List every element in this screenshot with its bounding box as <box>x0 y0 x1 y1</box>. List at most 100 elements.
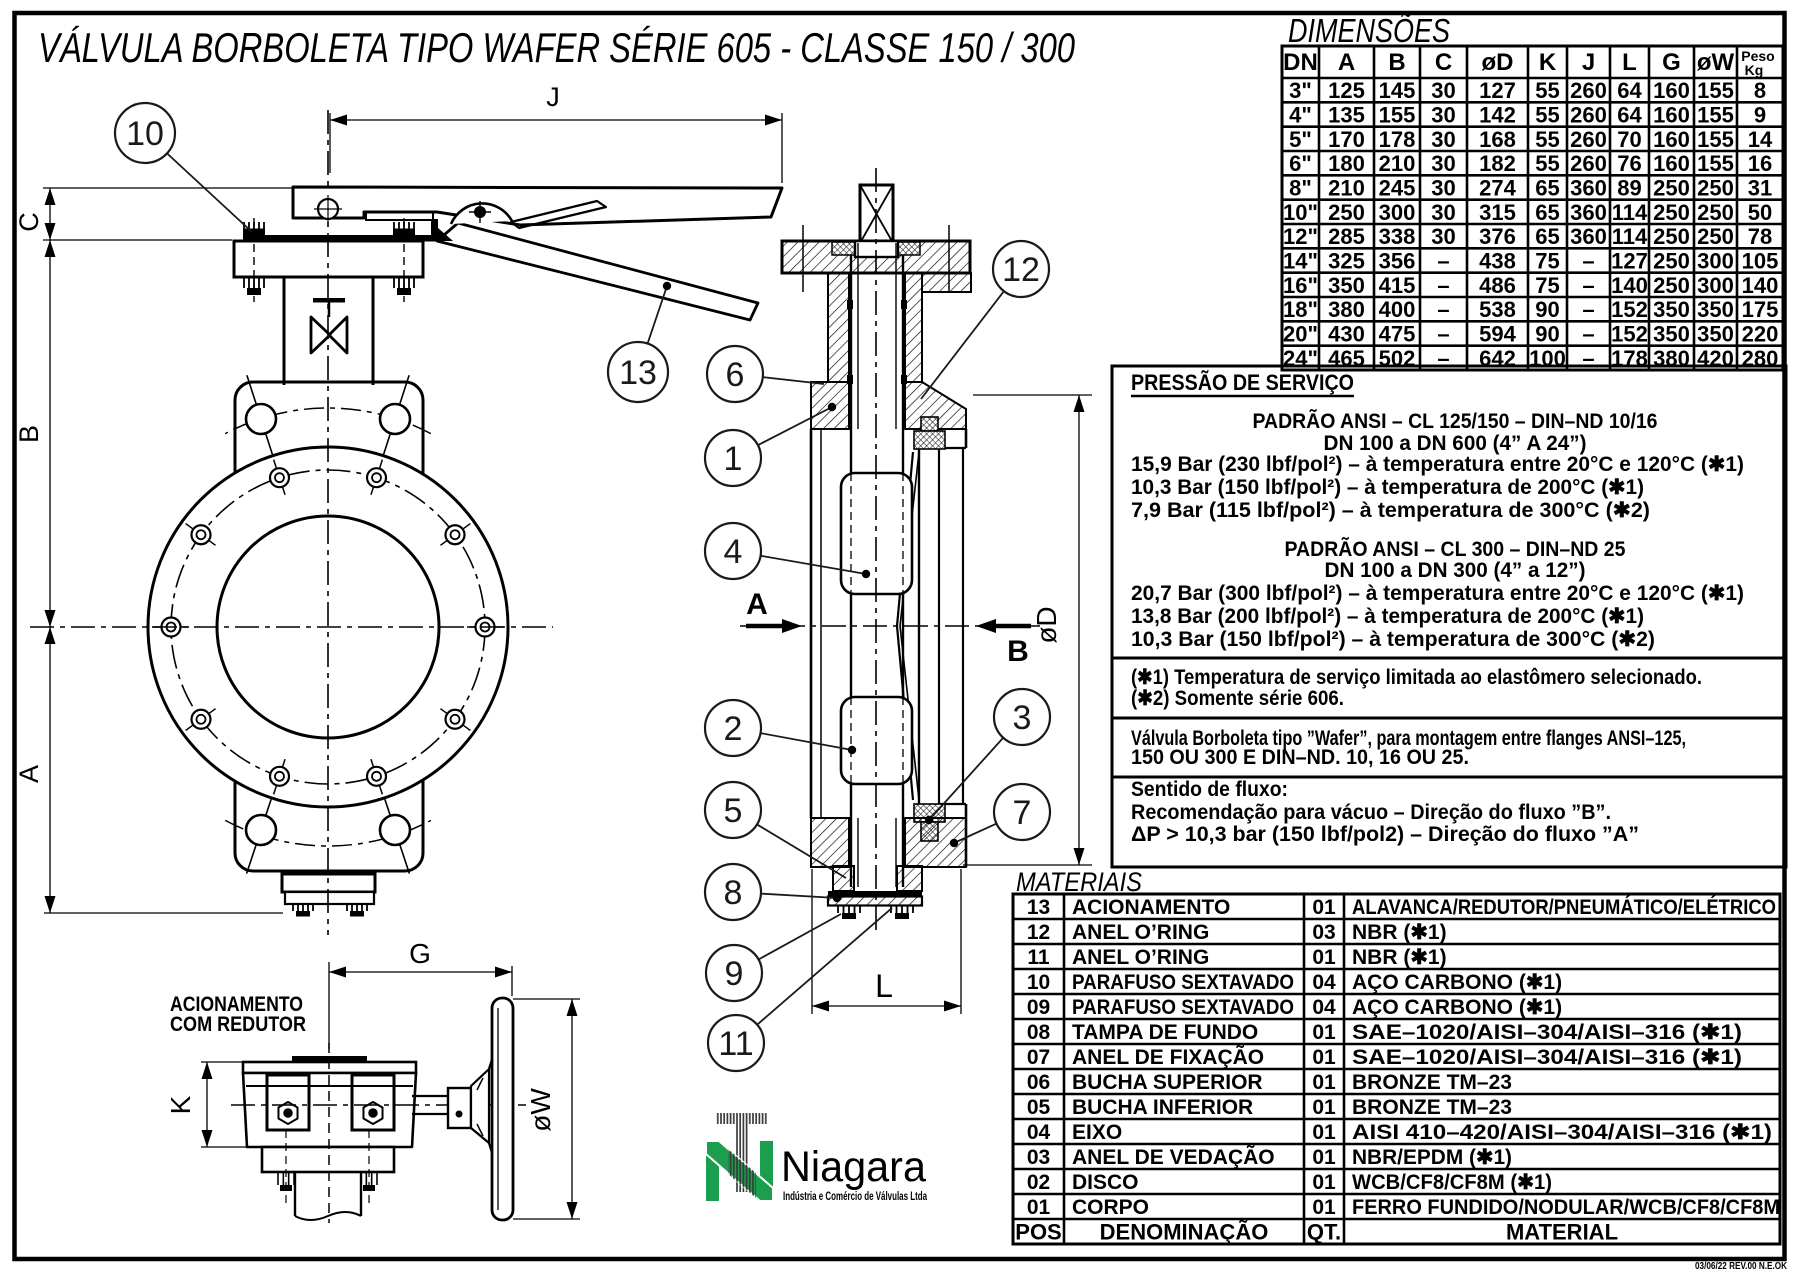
svg-text:11: 11 <box>718 1025 753 1063</box>
svg-text:–: – <box>1437 249 1449 274</box>
svg-text:250: 250 <box>1697 200 1734 225</box>
svg-text:01: 01 <box>1312 1046 1336 1069</box>
svg-text:G: G <box>409 938 431 969</box>
svg-text:155: 155 <box>1697 103 1734 128</box>
svg-text:–: – <box>1582 322 1594 347</box>
svg-text:03/06/22 REV.00 N.E.OK: 03/06/22 REV.00 N.E.OK <box>1695 1260 1787 1272</box>
svg-text:BRONZE TM–23: BRONZE TM–23 <box>1352 1096 1512 1119</box>
svg-text:Peso: Peso <box>1741 48 1774 64</box>
svg-text:250: 250 <box>1653 224 1690 249</box>
svg-text:175: 175 <box>1742 297 1779 322</box>
svg-text:152: 152 <box>1611 297 1648 322</box>
svg-text:1: 1 <box>724 440 743 478</box>
svg-text:J: J <box>1582 49 1595 76</box>
svg-text:Sentido de fluxo:: Sentido de fluxo: <box>1131 778 1288 801</box>
svg-text:155: 155 <box>1379 103 1416 128</box>
svg-text:01: 01 <box>1312 1196 1336 1219</box>
svg-text:315: 315 <box>1479 200 1516 225</box>
svg-text:400: 400 <box>1379 297 1416 322</box>
svg-text:20": 20" <box>1283 322 1318 347</box>
svg-text:01: 01 <box>1312 1071 1336 1094</box>
svg-text:BUCHA INFERIOR: BUCHA INFERIOR <box>1072 1096 1253 1119</box>
svg-text:13: 13 <box>1027 896 1050 919</box>
svg-text:415: 415 <box>1379 273 1416 298</box>
svg-text:475: 475 <box>1379 322 1416 347</box>
svg-text:DIMENSÕES: DIMENSÕES <box>1288 12 1450 49</box>
svg-text:FERRO FUNDIDO/NODULAR/WCB/CF8/: FERRO FUNDIDO/NODULAR/WCB/CF8/CF8M <box>1352 1196 1780 1219</box>
svg-text:6: 6 <box>726 356 745 394</box>
svg-text:274: 274 <box>1479 176 1516 201</box>
svg-text:8: 8 <box>1754 78 1766 103</box>
svg-text:90: 90 <box>1535 297 1559 322</box>
svg-text:COM REDUTOR: COM REDUTOR <box>170 1013 306 1036</box>
svg-text:QT.: QT. <box>1307 1220 1341 1245</box>
svg-text:J: J <box>546 82 560 112</box>
svg-text:325: 325 <box>1328 249 1365 274</box>
svg-text:05: 05 <box>1027 1096 1051 1119</box>
svg-text:B: B <box>1388 49 1405 76</box>
svg-text:65: 65 <box>1535 200 1559 225</box>
svg-text:07: 07 <box>1027 1046 1050 1069</box>
svg-text:ALAVANCA/REDUTOR/PNEUMÁTICO/EL: ALAVANCA/REDUTOR/PNEUMÁTICO/ELÉTRICO <box>1352 896 1776 919</box>
svg-text:338: 338 <box>1379 224 1416 249</box>
svg-text:20,7 Bar (300 lbf/pol²) – à te: 20,7 Bar (300 lbf/pol²) – à temperatura … <box>1131 582 1744 605</box>
svg-text:ANEL O’RING: ANEL O’RING <box>1072 946 1209 969</box>
svg-text:PRESSÃO DE SERVIÇO: PRESSÃO DE SERVIÇO <box>1131 370 1354 395</box>
svg-text:øW: øW <box>1697 49 1735 76</box>
svg-text:DN 100 a DN 300 (4” a 12”): DN 100 a DN 300 (4” a 12”) <box>1325 559 1586 582</box>
svg-text:12: 12 <box>1002 251 1040 289</box>
svg-text:AÇO CARBONO (✱1): AÇO CARBONO (✱1) <box>1352 971 1562 994</box>
svg-text:350: 350 <box>1653 322 1690 347</box>
svg-text:14: 14 <box>1748 127 1773 152</box>
svg-text:A: A <box>14 765 44 783</box>
svg-text:250: 250 <box>1697 224 1734 249</box>
svg-text:øD: øD <box>1482 49 1514 76</box>
svg-text:76: 76 <box>1617 151 1641 176</box>
svg-text:380: 380 <box>1328 297 1365 322</box>
svg-text:31: 31 <box>1748 176 1772 201</box>
svg-text:L: L <box>875 968 893 1004</box>
svg-text:180: 180 <box>1328 151 1365 176</box>
svg-text:PARAFUSO SEXTAVADO: PARAFUSO SEXTAVADO <box>1072 996 1294 1019</box>
svg-text:350: 350 <box>1697 297 1734 322</box>
svg-text:55: 55 <box>1535 103 1559 128</box>
svg-text:øW: øW <box>525 1088 556 1132</box>
svg-text:MATERIAL: MATERIAL <box>1506 1220 1618 1245</box>
svg-text:Recomendação para vácuo – Dire: Recomendação para vácuo – Direção do flu… <box>1131 801 1611 824</box>
svg-text:DENOMINAÇÃO: DENOMINAÇÃO <box>1100 1220 1269 1245</box>
svg-text:594: 594 <box>1479 322 1516 347</box>
svg-text:152: 152 <box>1611 322 1648 347</box>
svg-text:160: 160 <box>1653 78 1690 103</box>
svg-text:210: 210 <box>1328 176 1365 201</box>
svg-text:65: 65 <box>1535 176 1559 201</box>
svg-text:PARAFUSO SEXTAVADO: PARAFUSO SEXTAVADO <box>1072 971 1294 994</box>
svg-text:(✱2) Somente série 606.: (✱2) Somente série 606. <box>1131 687 1344 710</box>
svg-text:ACIONAMENTO: ACIONAMENTO <box>1072 896 1230 919</box>
svg-text:NBR (✱1): NBR (✱1) <box>1352 946 1447 969</box>
svg-text:356: 356 <box>1379 249 1416 274</box>
svg-text:5": 5" <box>1289 127 1312 152</box>
svg-text:DN: DN <box>1283 49 1318 76</box>
svg-text:6": 6" <box>1289 151 1312 176</box>
svg-text:300: 300 <box>1697 273 1734 298</box>
svg-text:170: 170 <box>1328 127 1365 152</box>
svg-text:30: 30 <box>1431 176 1455 201</box>
svg-text:3": 3" <box>1289 78 1312 103</box>
svg-text:18": 18" <box>1283 297 1318 322</box>
svg-text:360: 360 <box>1570 200 1607 225</box>
svg-text:TAMPA DE FUNDO: TAMPA DE FUNDO <box>1072 1021 1258 1044</box>
svg-text:SAE–1020/AISI–304/AISI–316 (: SAE–1020/AISI–304/AISI–316 (✱1) <box>1352 1046 1742 1069</box>
svg-text:155: 155 <box>1697 127 1734 152</box>
svg-text:ANEL O’RING: ANEL O’RING <box>1072 921 1209 944</box>
svg-text:06: 06 <box>1027 1071 1050 1094</box>
svg-text:89: 89 <box>1617 176 1641 201</box>
svg-text:–: – <box>1437 297 1449 322</box>
svg-text:3: 3 <box>1013 699 1032 737</box>
svg-text:64: 64 <box>1617 103 1642 128</box>
svg-text:VÁLVULA BORBOLETA TIPO WAFER S: VÁLVULA BORBOLETA TIPO WAFER SÉRIE 605 -… <box>38 24 1076 71</box>
svg-text:245: 245 <box>1379 176 1416 201</box>
svg-text:9: 9 <box>725 955 744 993</box>
svg-text:10": 10" <box>1283 200 1318 225</box>
svg-text:75: 75 <box>1535 273 1559 298</box>
svg-text:142: 142 <box>1479 103 1516 128</box>
